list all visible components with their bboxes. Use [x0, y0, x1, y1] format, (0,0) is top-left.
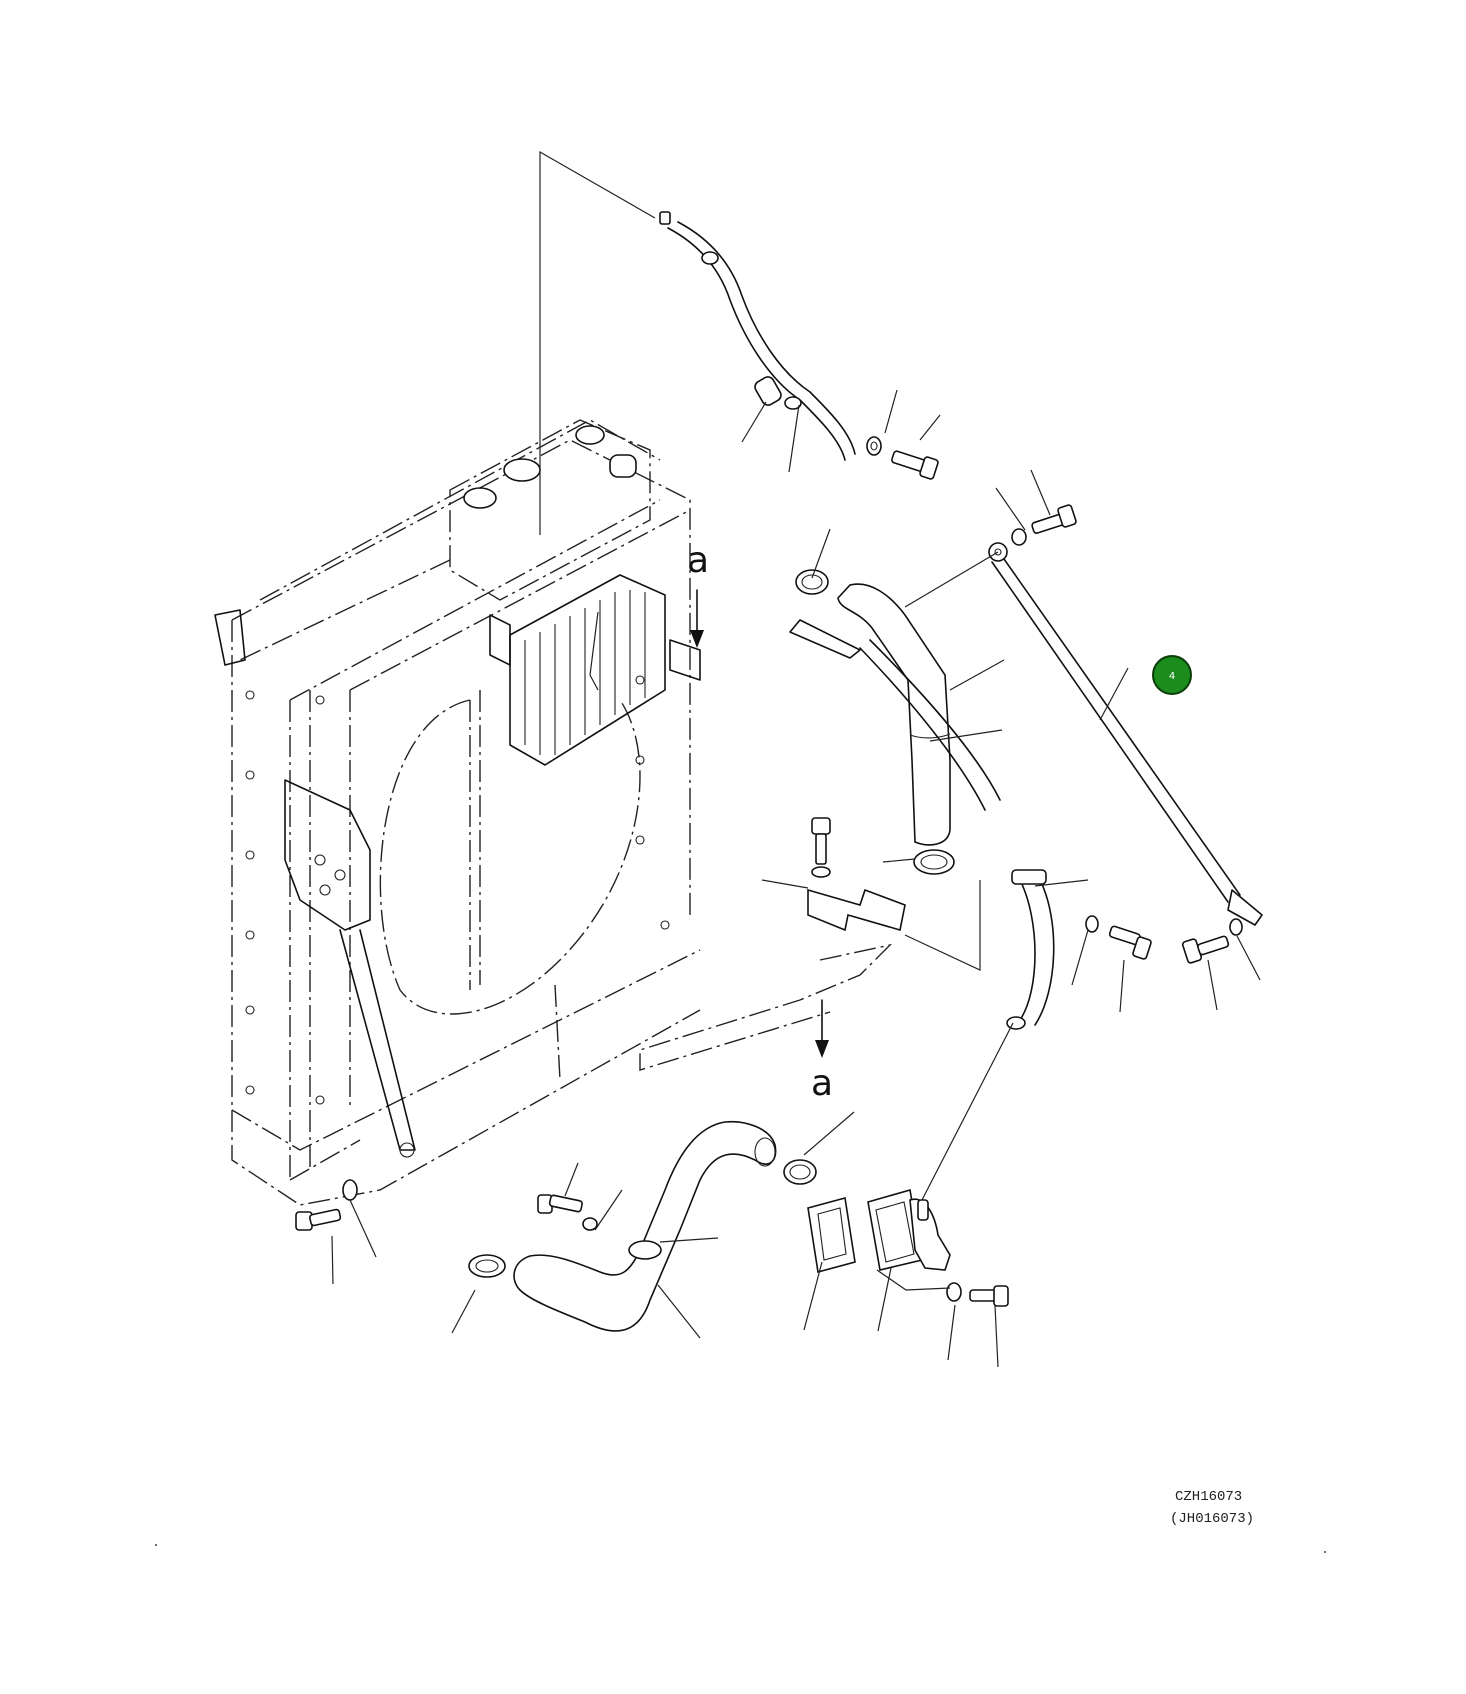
callout-badge-4[interactable]: 4 — [1152, 655, 1192, 695]
washer-icon — [1011, 528, 1027, 546]
hose-clamp-icon — [795, 569, 955, 875]
callout-number: 4 — [1169, 671, 1175, 682]
washer-icon — [1229, 918, 1243, 936]
radiator-assembly-icon — [214, 419, 701, 1206]
radiator-cap-icon — [463, 425, 637, 509]
washer-icon — [342, 1179, 358, 1201]
speck — [1324, 1551, 1326, 1553]
section-marker-bottom: a — [811, 999, 833, 1104]
washer-icon — [946, 1282, 962, 1302]
upper-hose-icon — [837, 583, 951, 846]
bolt-icon — [811, 817, 831, 865]
lower-hose-icon — [513, 1120, 777, 1332]
breather-hose-icon — [667, 221, 856, 461]
speck — [155, 1544, 157, 1546]
bracket-icon — [807, 888, 906, 932]
bypass-hose-icon — [1019, 879, 1055, 1026]
bolt-icon — [537, 1194, 583, 1214]
washer-icon — [866, 436, 882, 456]
fitting-icon — [754, 376, 782, 406]
section-marker-top: a — [687, 540, 709, 648]
gasket-icon — [807, 1196, 856, 1274]
bolt-icon — [969, 1285, 1009, 1307]
bolt-icon — [1108, 925, 1152, 960]
bolt-icon — [891, 450, 939, 480]
bolt-icon — [659, 211, 671, 225]
small-pipe-icon — [789, 619, 1001, 811]
water-outlet-elbow-icon — [867, 1188, 951, 1271]
leader-lines — [331, 389, 1261, 1368]
section-marker-label: a — [811, 1063, 833, 1104]
hose-clamp-icon — [701, 251, 802, 410]
bolt-icon — [295, 1208, 342, 1231]
washer-icon — [582, 1217, 598, 1231]
oil-cooler-icon — [489, 574, 701, 766]
clamp-icon — [1006, 1016, 1026, 1030]
drawing-code-alt: (JH016073) — [1170, 1511, 1254, 1527]
bolt-icon — [1031, 504, 1077, 534]
hose-clamp-icon — [468, 1159, 817, 1278]
bolt-icon — [1181, 935, 1230, 964]
washer-icon — [1085, 915, 1099, 933]
section-marker-label: a — [687, 540, 709, 581]
washer-icon — [811, 866, 831, 878]
drawing-code: CZH16073 — [1175, 1489, 1242, 1505]
support-rod-icon — [988, 542, 1263, 926]
clip-icon — [1011, 869, 1047, 885]
